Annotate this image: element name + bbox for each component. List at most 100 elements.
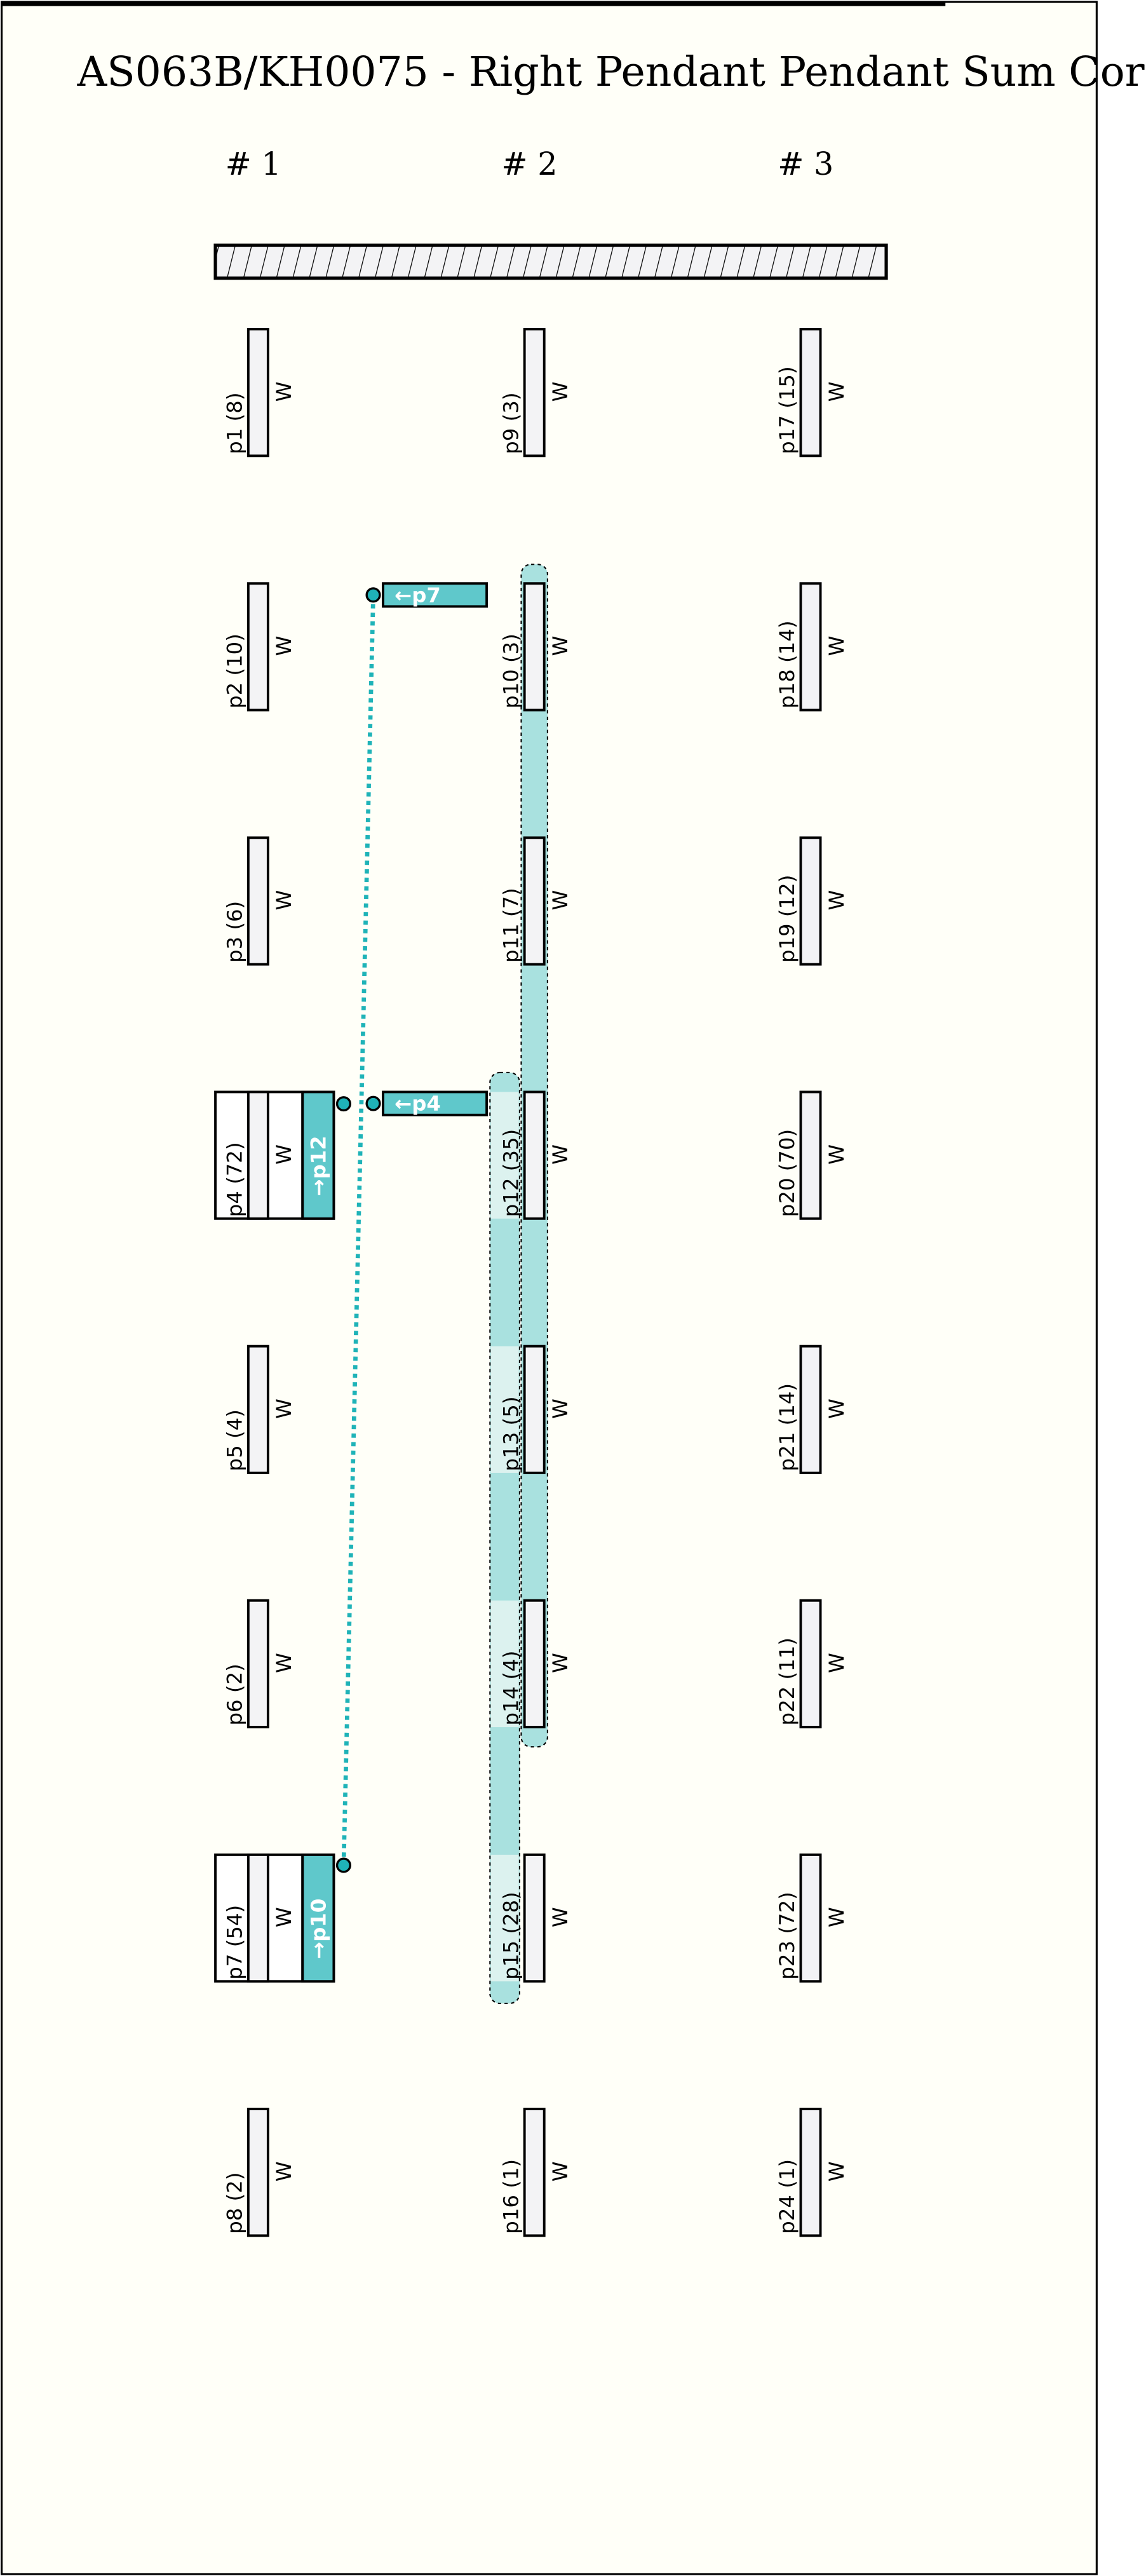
- sum-link-line: [341, 595, 375, 1866]
- cord-rect: [799, 836, 822, 966]
- primary-cord: [213, 243, 888, 280]
- pendant-label: p18 (14): [775, 621, 799, 708]
- band-label-highlight: [490, 1092, 519, 1219]
- cord-rect: [246, 582, 269, 712]
- cord-color-label: W: [272, 636, 296, 656]
- cord-color-label: W: [272, 2161, 296, 2181]
- cord-color-label: W: [272, 1653, 296, 1673]
- pendant-label: p8 (2): [222, 2173, 246, 2234]
- pendant-label: p9 (3): [499, 393, 523, 454]
- pendant-cord[interactable]: p11 (7)W: [499, 836, 572, 966]
- pendant-cord[interactable]: p22 (11) W: [775, 1599, 849, 1728]
- pendant-label: p22 (11): [775, 1637, 799, 1725]
- pendant-cord[interactable]: p5 (4) W: [222, 1345, 296, 1474]
- pendant-cord[interactable]: p23 (72)W: [775, 1853, 849, 1983]
- cord-rect: [523, 1599, 546, 1728]
- pendant-label: p6 (2): [222, 1664, 246, 1725]
- pendant-cord[interactable]: p9 (3) W: [499, 328, 572, 458]
- cord-rect: [799, 1853, 822, 1983]
- pendant-label: p7 (54): [222, 1905, 246, 1980]
- pendant-cord[interactable]: p6 (2) W: [222, 1599, 296, 1728]
- pendant-label: p21 (14): [775, 1383, 799, 1471]
- cord-color-label: W: [272, 1144, 296, 1165]
- cord-color-label: W: [548, 636, 572, 656]
- cord-color-label: W: [825, 1144, 849, 1165]
- cord-color-label: W: [825, 1399, 849, 1419]
- sum-source-bar: [382, 582, 489, 608]
- cord-rect: [523, 1090, 546, 1220]
- band-label-highlight: [490, 1600, 519, 1728]
- cord-color-label: W: [548, 1653, 572, 1673]
- pendant-cord[interactable]: p13 (5) W: [499, 1345, 572, 1474]
- cord-color-label: W: [825, 890, 849, 911]
- pendant-label: p14 (4): [499, 1651, 523, 1726]
- pendant-cord[interactable]: p2 (10) W: [222, 582, 296, 712]
- pendant-cord[interactable]: p14 (4) W: [499, 1599, 572, 1728]
- cord-rect: [246, 1853, 269, 1983]
- pendant-cord[interactable]: p3 (6) W: [222, 836, 296, 966]
- pendant-label: p17 (15): [775, 366, 799, 454]
- cord-color-label: W: [825, 381, 849, 402]
- cord-rect: [799, 582, 822, 712]
- pendant-label: p10 (3): [499, 634, 523, 708]
- cord-rect: [523, 328, 546, 458]
- column-header: # 2: [501, 146, 557, 182]
- cord-color-label: W: [272, 381, 296, 402]
- pendant-cord[interactable]: p18 (14)W: [775, 582, 849, 712]
- cord-rect: [523, 582, 546, 712]
- link-dot: [335, 1857, 351, 1873]
- cord-rect: [799, 328, 822, 458]
- pendant-label: p13 (5): [499, 1397, 523, 1472]
- cord-rect: [246, 1345, 269, 1474]
- cord-color-label: W: [548, 1399, 572, 1419]
- pendant-label: p3 (6): [222, 901, 246, 963]
- sum-source-label: ←p4: [394, 1092, 441, 1116]
- cord-rect: [799, 2108, 822, 2237]
- cord-color-label: W: [548, 890, 572, 911]
- link-dot: [365, 587, 381, 603]
- pendant-label: p12 (35): [499, 1129, 523, 1217]
- link-dot: [335, 1096, 351, 1112]
- pendant-cord[interactable]: p17 (15) W: [775, 328, 849, 458]
- pendant-cord[interactable]: p16 (1)W: [499, 2108, 572, 2237]
- cord-rect: [799, 1345, 822, 1474]
- pendant-cord[interactable]: p1 (8)W: [222, 328, 296, 458]
- cord-rect: [246, 1599, 269, 1728]
- cord-color-label: W: [272, 1399, 296, 1419]
- band-label-highlight: [490, 1346, 519, 1473]
- pendant-cord[interactable]: p20 (70)W: [775, 1090, 849, 1220]
- cord-color-label: W: [272, 890, 296, 911]
- cord-color-label: W: [825, 1653, 849, 1673]
- cord-color-label: W: [548, 1144, 572, 1165]
- pendant-label: p24 (1): [775, 2159, 799, 2234]
- pendant-cord[interactable]: p15 (28)W: [499, 1853, 572, 1983]
- pendant-label: p4 (72): [222, 1142, 246, 1217]
- pendant-label: p2 (10): [222, 634, 246, 708]
- cord-rect: [246, 2108, 269, 2237]
- pendant-label: p16 (1): [499, 2159, 523, 2234]
- band-label-highlight: [490, 1854, 519, 1982]
- sum-source-label: ←p7: [394, 583, 441, 607]
- pendant-cord[interactable]: p19 (12)W: [775, 836, 849, 966]
- sum-link-label: →p10: [306, 1899, 330, 1959]
- pendant-cord[interactable]: p8 (2) W: [222, 2108, 296, 2237]
- cord-rect: [523, 1345, 546, 1474]
- column-header: # 1: [226, 146, 281, 182]
- page-background: [1, 1, 1098, 2575]
- pendant-label: p15 (28): [499, 1892, 523, 1979]
- cord-rect: [246, 328, 269, 458]
- cord-color-label: W: [825, 1907, 849, 1927]
- pendant-label: p5 (4): [222, 1409, 246, 1471]
- cord-rect: [799, 1599, 822, 1728]
- pendant-cord[interactable]: p21 (14) W: [775, 1345, 849, 1474]
- pendant-cord[interactable]: p12 (35) W: [499, 1090, 572, 1220]
- column-header: # 3: [778, 146, 833, 182]
- sum-link-cell: [301, 1090, 335, 1220]
- cord-rect: [246, 836, 269, 966]
- cord-color-label: W: [548, 381, 572, 402]
- pendant-cord[interactable]: p24 (1)W: [775, 2108, 849, 2237]
- pendant-cord[interactable]: p10 (3) W: [499, 582, 572, 712]
